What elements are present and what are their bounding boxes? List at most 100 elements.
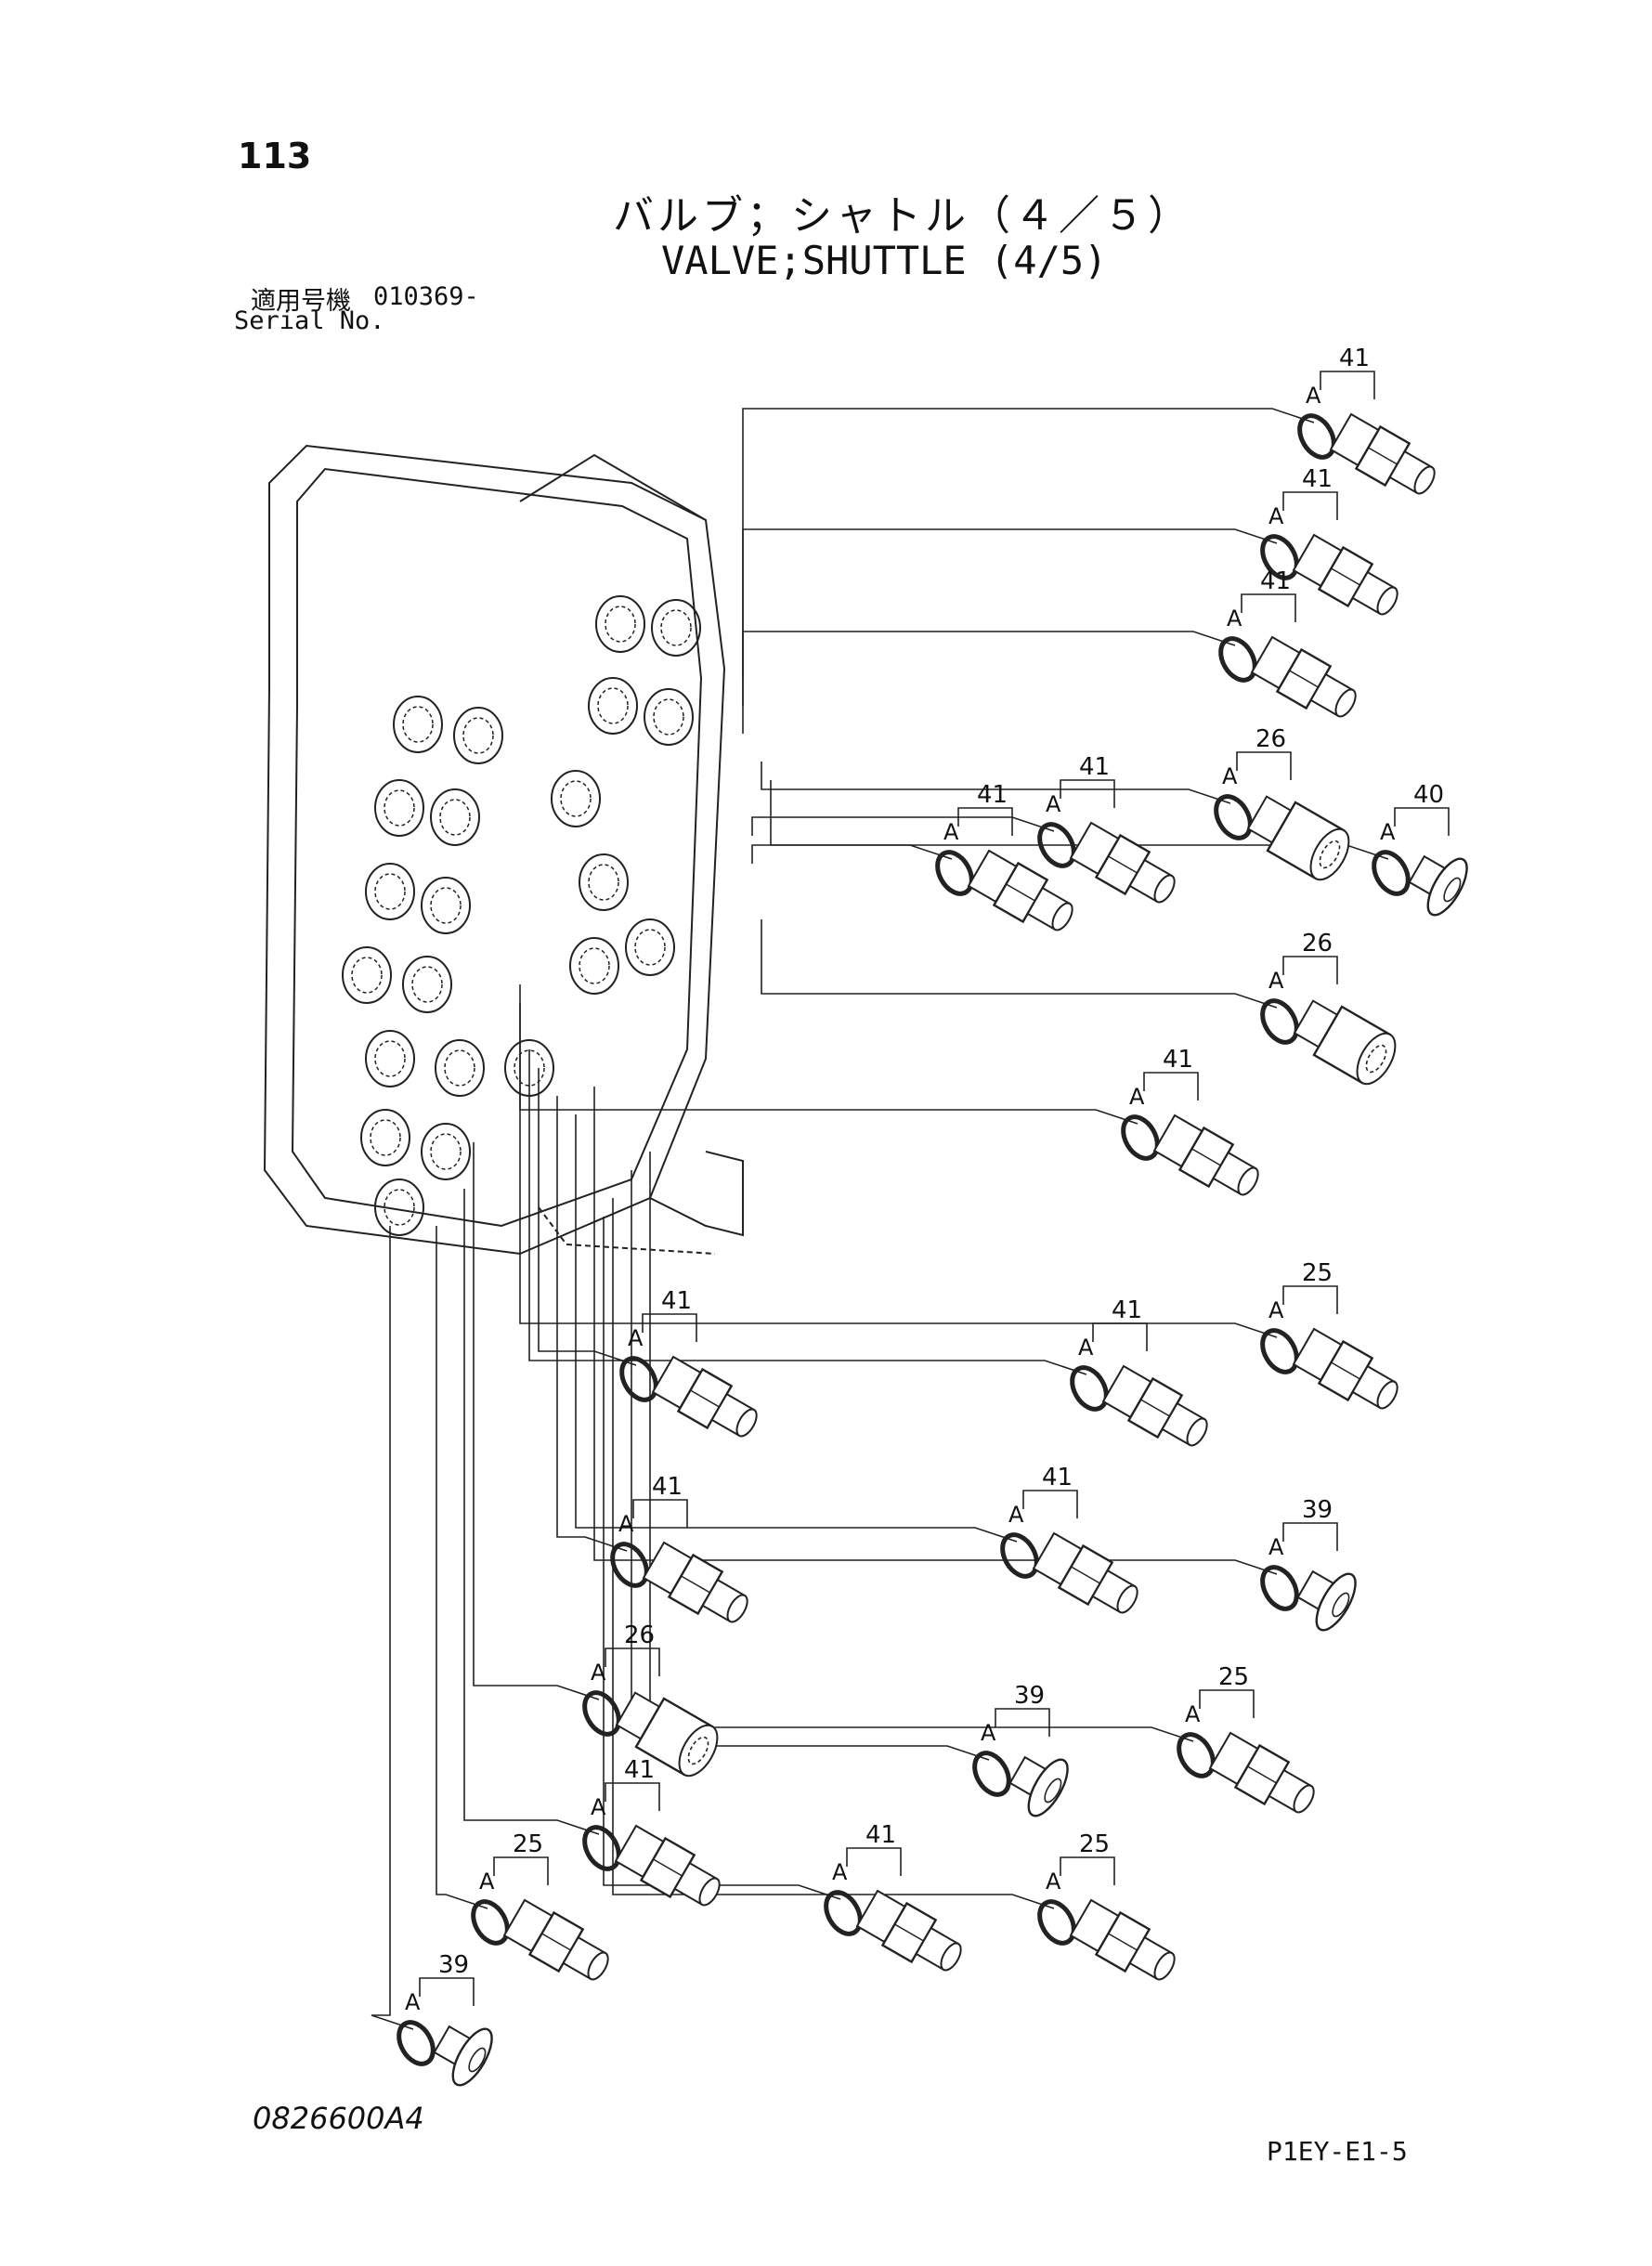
callout-bracket (605, 1782, 660, 1811)
o-ring-icon (1260, 1328, 1299, 1374)
callout-bracket (1282, 956, 1338, 984)
part-number-label: 39 (1014, 1682, 1045, 1710)
leader-line (603, 1217, 841, 1900)
fitting-icon (967, 849, 1073, 931)
port-thread (351, 957, 383, 994)
part-callout: 41A (619, 1287, 758, 1438)
port-hole (342, 946, 392, 1004)
port-thread (560, 780, 592, 817)
leader-line (751, 816, 1055, 836)
leader-line (436, 1226, 488, 1909)
port-hole (551, 770, 601, 827)
part-number-label: 41 (1163, 1046, 1193, 1074)
part-number-label: 41 (865, 1821, 896, 1849)
callout-bracket (605, 1647, 660, 1676)
o-ring-icon (1070, 1365, 1109, 1412)
leader-line (463, 1189, 600, 1835)
title-english: VALVE;SHUTTLE (4/5) (661, 238, 1108, 283)
o-ring-icon (397, 2020, 436, 2066)
part-callout: 26A (1260, 930, 1397, 1086)
o-ring-label: A (1222, 763, 1238, 789)
port-hole (625, 918, 675, 976)
port-thread (370, 1119, 401, 1156)
port-thread (384, 1189, 415, 1226)
part-callout: 39A (397, 1951, 493, 2087)
o-ring-label: A (1046, 791, 1061, 817)
part-number-label: 41 (1112, 1296, 1142, 1324)
callout-bracket (1394, 807, 1450, 836)
union-icon (1246, 795, 1350, 881)
o-ring-icon (824, 1890, 863, 1936)
leader-line (761, 762, 1231, 804)
port-hole (435, 1039, 485, 1097)
port-thread (597, 687, 629, 724)
valve-ports (342, 595, 701, 1236)
o-ring-label: A (1078, 1335, 1094, 1361)
plug-icon (1296, 1569, 1357, 1632)
o-ring-icon (619, 1356, 658, 1402)
o-ring-label: A (832, 1859, 848, 1885)
o-ring-label: A (981, 1720, 996, 1746)
part-callout: 41A (1121, 1046, 1259, 1196)
fitting-icon (651, 1355, 758, 1438)
o-ring-icon (1260, 534, 1299, 580)
o-ring-label: A (618, 1511, 634, 1537)
leader-line (538, 1068, 637, 1366)
port-thread (634, 929, 666, 966)
part-number-label: 41 (652, 1473, 683, 1501)
callout-bracket (642, 1313, 697, 1342)
page-code: P1EY-E1-5 (1267, 2136, 1408, 2167)
o-ring-icon (1260, 1565, 1299, 1611)
leader-line (742, 631, 1236, 734)
callout-bracket (1092, 1322, 1148, 1351)
title-japanese: バルブ；シャトル（４／５） (613, 192, 1192, 240)
callout-bracket (1060, 779, 1115, 808)
part-number-label: 25 (1218, 1663, 1249, 1691)
o-ring-icon (935, 850, 974, 896)
port-hole (569, 937, 619, 995)
plug-icon (1408, 854, 1468, 917)
leader-line (761, 919, 1278, 1009)
port-hole (579, 853, 629, 911)
o-ring-label: A (1046, 1869, 1061, 1895)
part-callout: 39A (1260, 1496, 1357, 1632)
fitting-icon (1208, 1731, 1315, 1814)
page-number: 113 (238, 136, 312, 176)
callout-bracket (957, 807, 1013, 836)
leader-line (593, 1087, 1278, 1575)
o-ring-icon (1037, 822, 1076, 868)
leader-line (649, 1152, 990, 1761)
o-ring-label: A (405, 1989, 421, 2015)
callout-bracket (632, 1499, 688, 1528)
port-thread (384, 789, 415, 827)
leader-line (519, 984, 1138, 1125)
o-ring-icon (1218, 636, 1257, 683)
fitting-icon (1250, 635, 1357, 718)
part-callout: 26A (582, 1621, 719, 1778)
part-callouts: 41A41A41A26A40A41A41A26A41A25A41A41A39A4… (397, 345, 1468, 2087)
o-ring-icon (1121, 1114, 1160, 1161)
part-number-label: 41 (1339, 345, 1370, 372)
part-number-label: 26 (624, 1621, 655, 1649)
port-thread (588, 864, 619, 901)
port-thread (605, 606, 636, 643)
port-thread (444, 1049, 475, 1087)
part-callout: 25A (1037, 1830, 1176, 1981)
part-callout: 41A (935, 781, 1073, 931)
serial-label-japanese: 適用号機 (251, 287, 351, 316)
o-ring-icon (1177, 1732, 1216, 1778)
part-number-label: 25 (1079, 1830, 1110, 1858)
o-ring-icon (582, 1690, 621, 1737)
o-ring-label: A (1008, 1502, 1024, 1528)
part-callout: 41A (1037, 753, 1176, 904)
port-hole (430, 788, 480, 846)
callout-bracket (1199, 1689, 1255, 1718)
part-callout: 41A (824, 1821, 962, 1972)
callout-bracket (1143, 1072, 1199, 1100)
part-number-label: 25 (513, 1830, 543, 1858)
o-ring-label: A (591, 1794, 606, 1820)
leader-line (742, 528, 1278, 706)
part-callout: 41A (610, 1473, 748, 1623)
port-hole (374, 779, 424, 837)
part-number-label: 25 (1302, 1259, 1333, 1287)
